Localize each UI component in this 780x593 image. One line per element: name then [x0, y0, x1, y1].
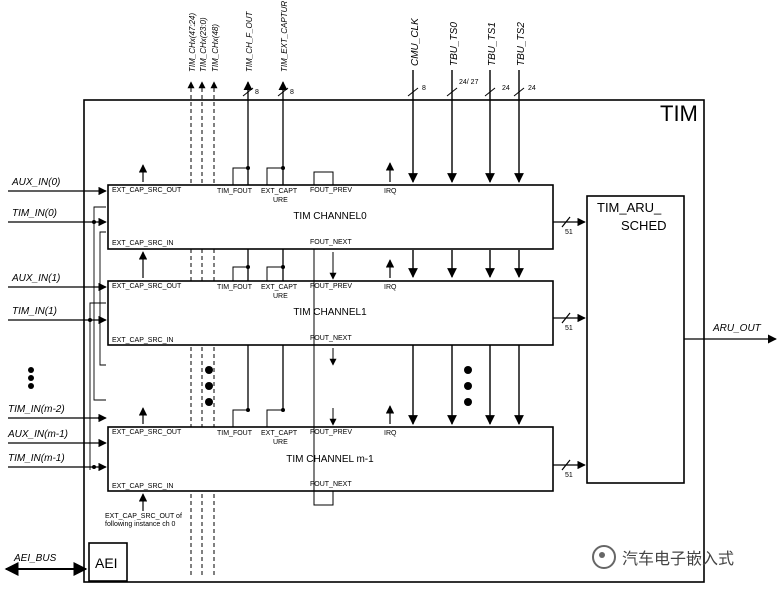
port-fout-next-0: FOUT_NEXT: [310, 239, 352, 246]
port-ure-0: URE: [273, 197, 288, 204]
port-ext-cap-src-out-m1: EXT_CAP_SRC_OUT: [112, 429, 182, 436]
tim-module-box: [83, 99, 705, 583]
sig-tim-ch-f-out: TIM_CH_F_OUT: [245, 10, 254, 72]
aei-box: [88, 542, 128, 582]
port-fout-next-1: FOUT_NEXT: [310, 335, 352, 342]
port-fout-prev-1: FOUT_PREV: [310, 283, 352, 290]
aru-width-m1: 51: [565, 472, 573, 479]
channel-name-m1: TIM CHANNEL m-1: [286, 454, 374, 465]
bus-width-cmu-clk: 8: [422, 85, 426, 92]
sig-tbu-ts1: TBU_TS1: [487, 22, 498, 66]
port-fout-prev-0: FOUT_PREV: [310, 187, 352, 194]
channel-to-sched-arrows: [553, 216, 586, 471]
port-ext-cap-src-out-1: EXT_CAP_SRC_OUT: [112, 283, 182, 290]
bus-width-ts2: 24: [528, 85, 536, 92]
sig-tbu-ts2: TBU_TS2: [516, 22, 527, 66]
aei-bus-label: AEI_BUS: [13, 553, 57, 564]
aru-out-label: ARU_OUT: [712, 323, 762, 334]
port-ext-cap-src-in-0: EXT_CAP_SRC_IN: [112, 240, 173, 247]
bus-width-f-out: 8: [255, 89, 259, 96]
port-fout-prev-m1: FOUT_PREV: [310, 429, 352, 436]
bus-width-ts0: 24/ 27: [459, 79, 479, 86]
channel-box-1: [107, 280, 554, 346]
port-irq-m1: IRQ: [384, 430, 397, 437]
aru-width-0: 51: [565, 229, 573, 236]
aru-width-1: 51: [565, 325, 573, 332]
left-cross-connections: [89, 206, 106, 470]
port-tim-fout-1: TIM_FOUT: [217, 284, 253, 291]
port-ext-cap-src-out-0: EXT_CAP_SRC_OUT: [112, 187, 182, 194]
port-ext-cap-src-in-1: EXT_CAP_SRC_IN: [112, 337, 173, 344]
in-auxm1: AUX_IN(m-1): [7, 429, 68, 440]
sig-cmu-clk: CMU_CLK: [410, 17, 421, 66]
left-input-arrows: [8, 186, 107, 472]
wechat-icon: [592, 545, 616, 569]
port-tim-fout-m1: TIM_FOUT: [217, 430, 253, 437]
left-junction-dots: [88, 220, 102, 469]
sig-tbu-ts0: TBU_TS0: [449, 22, 460, 66]
port-irq-1: IRQ: [384, 284, 397, 291]
top-input-lines: [408, 70, 524, 425]
channel-name-1: TIM CHANNEL1: [293, 307, 367, 318]
fout-chain: [313, 171, 337, 506]
channel-box-0: [107, 184, 554, 250]
sig-tim-chx-48: TIM_CHx(48): [211, 24, 220, 72]
bottom-note-line1: EXT_CAP_SRC_OUT of: [105, 513, 182, 520]
port-ext-capt-0: EXT_CAPT: [261, 188, 298, 195]
channel-box-m1: [107, 426, 554, 492]
channel-name-0: TIM CHANNEL0: [293, 211, 367, 222]
ellipsis-dots: [28, 366, 472, 406]
in-aux1: AUX_IN(1): [11, 273, 60, 284]
port-ext-capt-1: EXT_CAPT: [261, 284, 298, 291]
in-aux0: AUX_IN(0): [11, 177, 60, 188]
bus-width-ext-capture: 8: [290, 89, 294, 96]
aru-sched-label-2: SCHED: [621, 218, 667, 233]
watermark: 汽车电子嵌入式: [592, 545, 734, 569]
bus-width-ts1: 24: [502, 85, 510, 92]
tim-module-title: TIM: [660, 101, 698, 126]
sig-tim-chx-23-0: TIM_CHx(23:0): [199, 17, 208, 72]
in-timm1: TIM_IN(m-1): [8, 453, 65, 464]
port-tim-fout-0: TIM_FOUT: [217, 188, 253, 195]
sig-tim-ext-captur: TIM_EXT_CAPTUR: [280, 1, 289, 72]
sig-tim-chx-47-24: TIM_CHx(47:24): [188, 13, 197, 72]
in-timm2: TIM_IN(m-2): [8, 404, 65, 415]
fout-capture-taps: [232, 167, 283, 427]
aru-sched-label-1: TIM_ARU_: [597, 200, 662, 215]
port-irq-0: IRQ: [384, 188, 397, 195]
aru-sched-box: [586, 195, 685, 484]
port-ure-m1: URE: [273, 439, 288, 446]
in-tim0: TIM_IN(0): [12, 208, 57, 219]
port-ext-capt-m1: EXT_CAPT: [261, 430, 298, 437]
port-ure-1: URE: [273, 293, 288, 300]
in-tim1: TIM_IN(1): [12, 306, 57, 317]
bottom-note-line2: following instance ch 0: [105, 521, 176, 528]
top-bus-slashes: [242, 87, 525, 97]
junction-dots: [246, 166, 285, 412]
watermark-text: 汽车电子嵌入式: [622, 549, 735, 568]
port-ext-cap-src-in-m1: EXT_CAP_SRC_IN: [112, 483, 173, 490]
aei-label: AEI: [95, 555, 118, 571]
port-fout-next-m1: FOUT_NEXT: [310, 481, 352, 488]
